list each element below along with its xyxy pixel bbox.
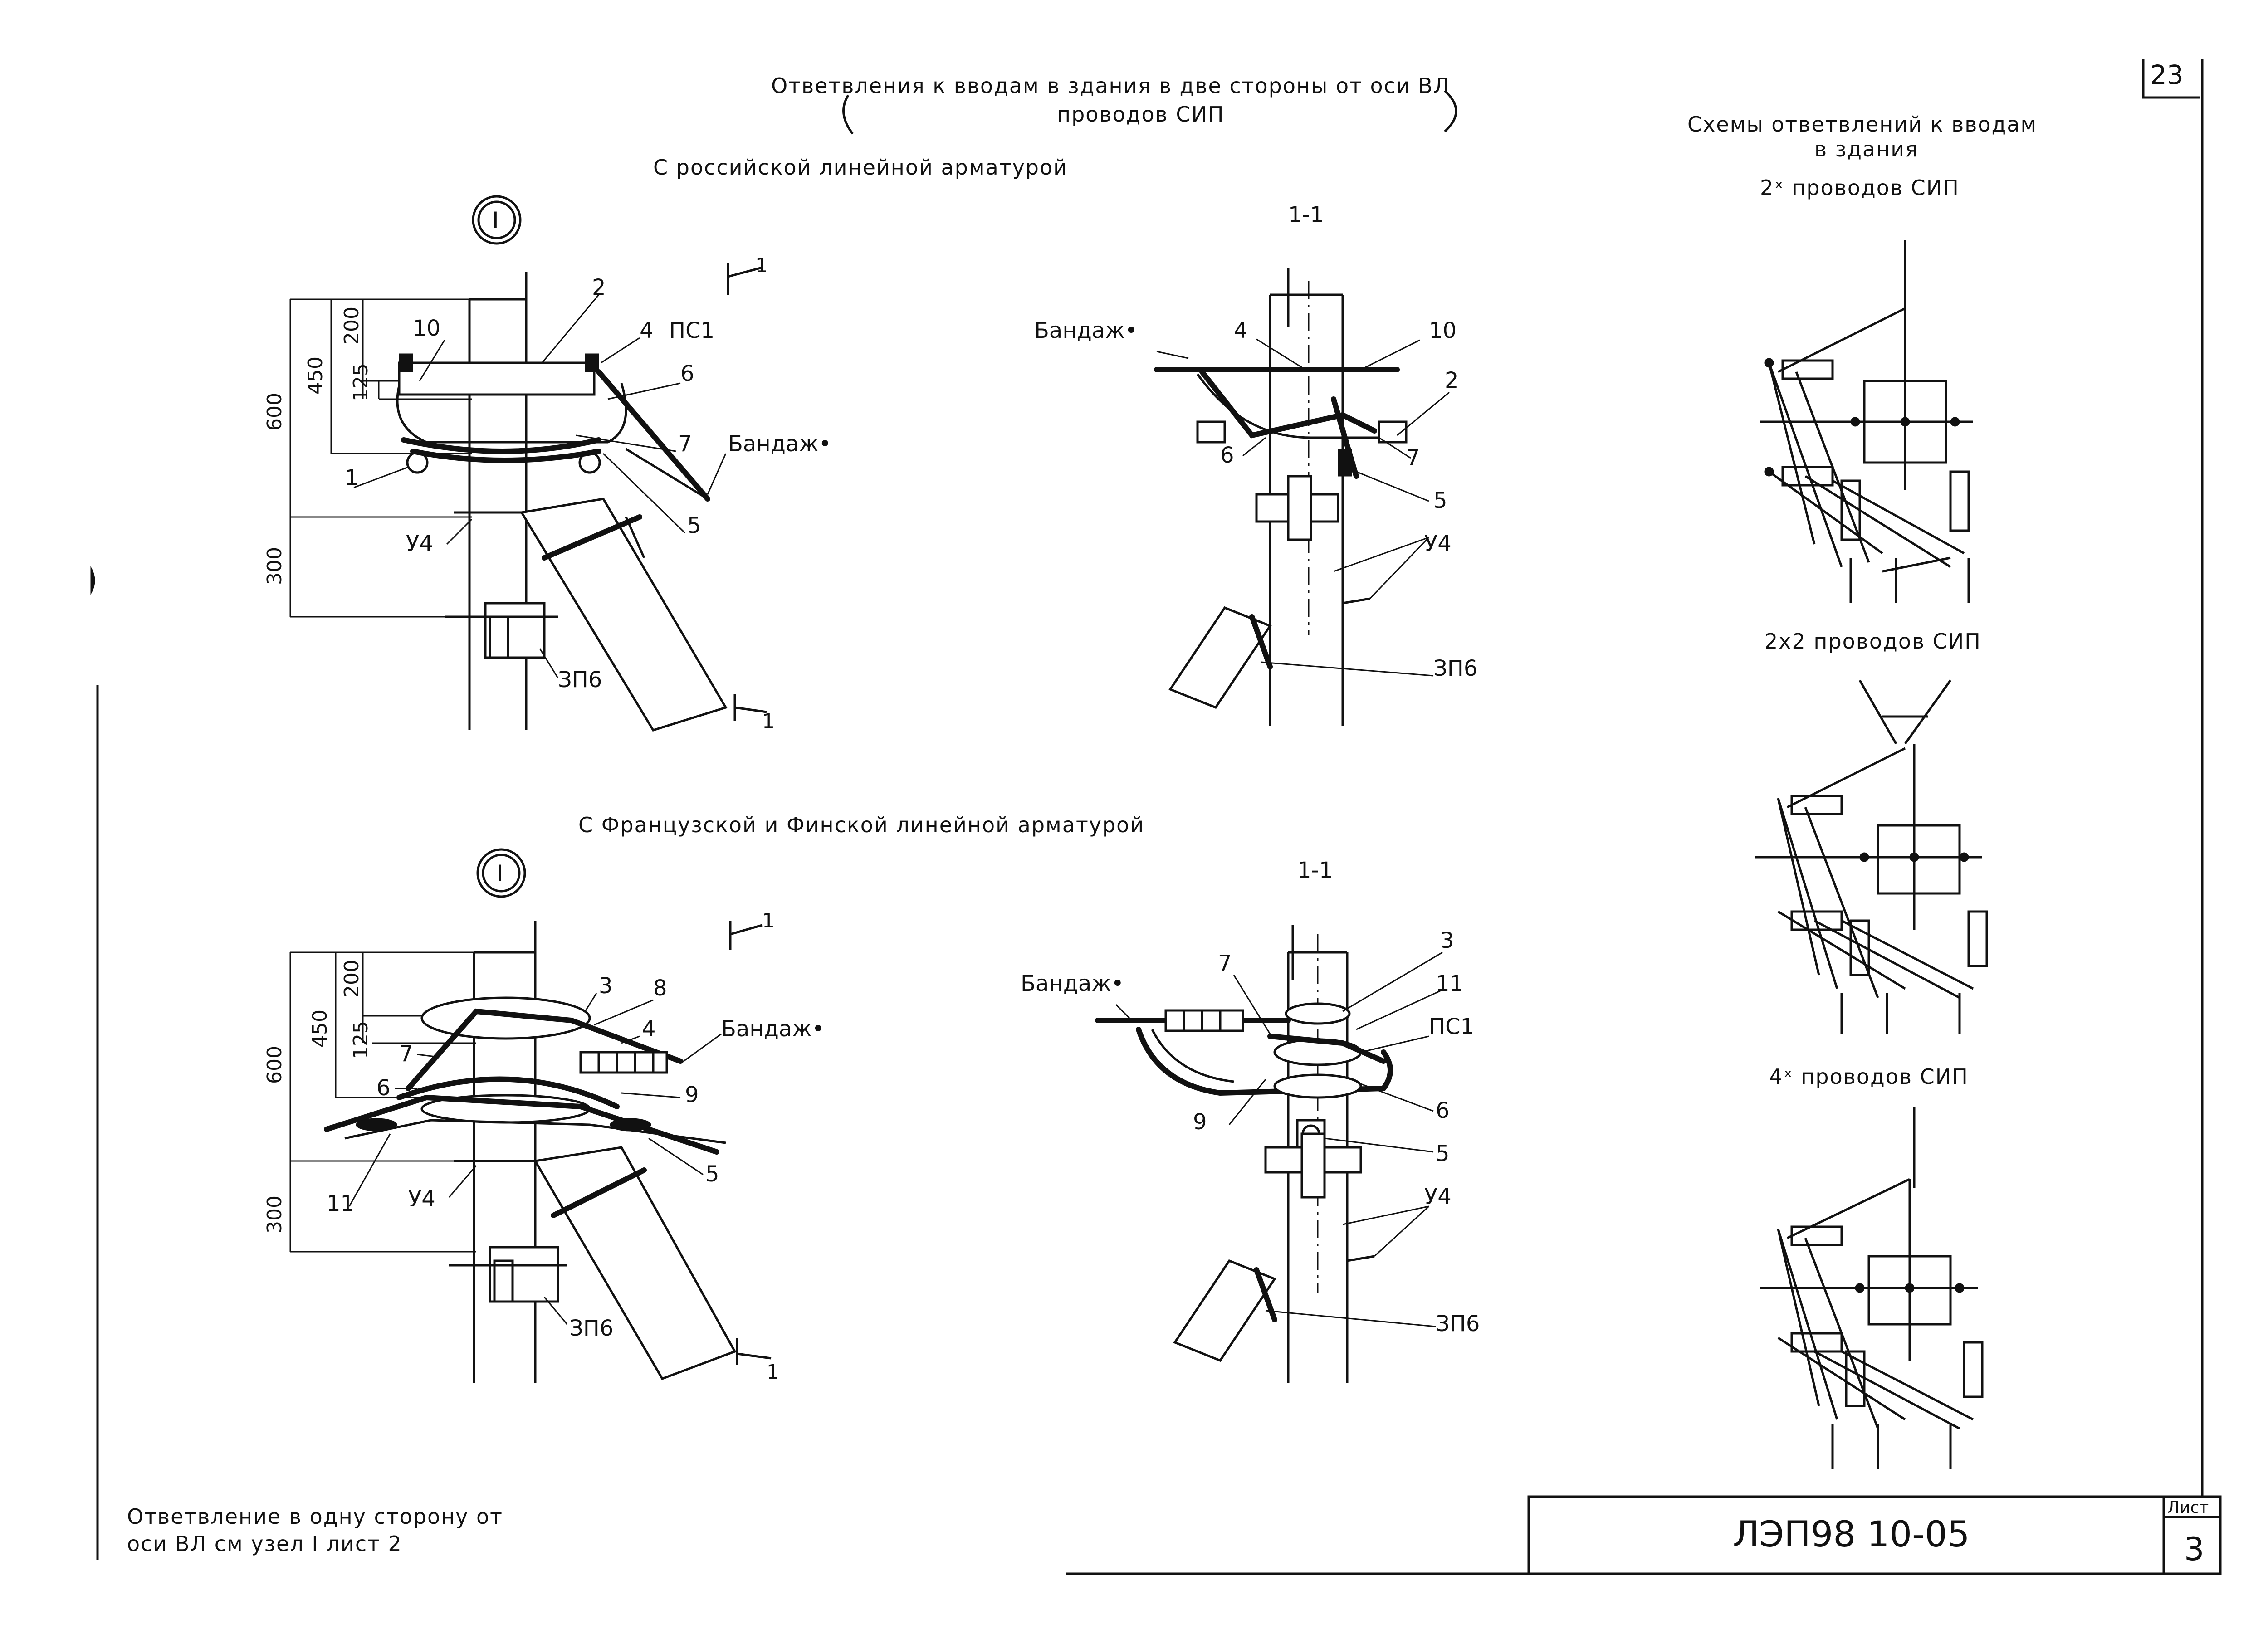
callout-u4: У4 xyxy=(406,531,433,556)
callout-zp6c: ЗП6 xyxy=(569,1316,613,1341)
callout-6c: 6 xyxy=(376,1075,391,1101)
callout-bandage-3: Бандаж• xyxy=(721,1016,825,1042)
scheme-4x xyxy=(1760,1107,1984,1469)
scheme-label-2x2: 2х2 проводов СИП xyxy=(1765,629,1981,654)
section-mark-bottom-2: 1 xyxy=(767,1361,779,1384)
section-heading-french-finnish: С Французской и Финской линейной арматур… xyxy=(578,813,1144,837)
callout-8c: 8 xyxy=(653,976,667,1001)
callout-10b: 10 xyxy=(1429,318,1457,343)
callout-bandage-4: Бандаж• xyxy=(1021,971,1124,996)
title-bracket-left xyxy=(842,94,854,135)
callout-7c: 7 xyxy=(399,1041,413,1067)
node-marker-circle xyxy=(472,195,522,245)
dim-300: 300 xyxy=(263,547,286,585)
callout-11c: 11 xyxy=(327,1191,354,1216)
sheet-page-number: 23 xyxy=(2150,59,2184,90)
schemes-title-line1: Схемы ответвлений к вводам xyxy=(1687,112,2037,137)
callout-4b: 4 xyxy=(1234,318,1248,343)
section-heading-russian: С российской линейной арматурой xyxy=(653,155,1068,180)
callout-ps1: ПС1 xyxy=(669,318,714,343)
callout-u4b: У4 xyxy=(1424,531,1452,556)
callout-2: 2 xyxy=(592,275,606,300)
title-block-sheet-label: Лист xyxy=(2167,1498,2209,1517)
callout-6: 6 xyxy=(680,361,694,386)
section-french: 1-1 Бандаж• 7 3 11 ПС1 9 6 xyxy=(1021,858,1480,1383)
callout-zp6d: ЗП6 xyxy=(1436,1311,1480,1337)
callout-5d: 5 xyxy=(1436,1141,1450,1166)
callout-4: 4 xyxy=(640,318,654,343)
section-mark-top: 1 xyxy=(755,254,768,277)
node-marker-text-2: I xyxy=(497,860,503,887)
callout-9c: 9 xyxy=(685,1082,699,1107)
callout-bandage-2: Бандаж• xyxy=(1034,318,1138,343)
title-block-sheet-no: 3 xyxy=(2184,1531,2204,1568)
section-cut-label: 1-1 xyxy=(1288,202,1324,228)
callout-bandage: Бандаж• xyxy=(728,431,831,457)
callout-2b: 2 xyxy=(1445,368,1459,393)
section-cut-label-2: 1-1 xyxy=(1297,858,1333,883)
dim-200b: 200 xyxy=(340,960,363,998)
callout-ps1d: ПС1 xyxy=(1429,1014,1474,1039)
title-bracket-right xyxy=(1444,90,1457,132)
page-title-line1: Ответвления к вводам в здания в две стор… xyxy=(771,73,1450,98)
callout-5: 5 xyxy=(687,513,701,538)
section-mark-bottom: 1 xyxy=(762,710,775,733)
callout-6d: 6 xyxy=(1436,1098,1450,1123)
page-title-line2: проводов СИП xyxy=(1057,102,1224,127)
dim-125: 125 xyxy=(349,363,372,401)
dim-450b: 450 xyxy=(308,1010,332,1048)
callout-7: 7 xyxy=(678,431,692,457)
node-marker-text: I xyxy=(492,207,499,234)
elevation-russian: I 600 450 200 125 300 xyxy=(263,195,831,733)
scheme-2x2 xyxy=(1755,679,1988,1034)
schemes-title-line2: в здания xyxy=(1814,137,1919,161)
scheme-2x xyxy=(1760,240,1973,603)
title-block-code: ЛЭП98 10-05 xyxy=(1733,1514,1970,1555)
callout-11d: 11 xyxy=(1436,971,1463,996)
callout-u4c: У4 xyxy=(408,1186,435,1212)
callout-3c: 3 xyxy=(599,973,613,999)
callout-7b: 7 xyxy=(1406,445,1420,470)
callout-1: 1 xyxy=(345,465,359,491)
scheme-label-2x: 2ˣ проводов СИП xyxy=(1760,176,1960,200)
callout-4c: 4 xyxy=(642,1016,656,1042)
callout-10: 10 xyxy=(413,316,440,341)
footnote-line1: Ответвление в одну сторону от xyxy=(127,1504,503,1529)
title-block: ЛЭП98 10-05 Лист 3 xyxy=(1527,1495,2222,1575)
callout-u4d: У4 xyxy=(1424,1184,1452,1210)
dim-600b: 600 xyxy=(263,1046,286,1084)
callout-3d: 3 xyxy=(1440,928,1454,953)
dim-300b: 300 xyxy=(263,1195,286,1234)
callout-zp6b: ЗП6 xyxy=(1433,656,1477,681)
dim-600: 600 xyxy=(263,393,286,431)
sheet-frame xyxy=(90,59,2220,1575)
section-russian: 1-1 Бандаж• 4 10 2 6 7 5 У4 ЗП6 xyxy=(1034,202,1477,726)
callout-5c: 5 xyxy=(705,1161,719,1187)
dim-200: 200 xyxy=(340,307,363,345)
scheme-label-4x: 4ˣ проводов СИП xyxy=(1769,1064,1969,1089)
callout-6b: 6 xyxy=(1220,443,1234,468)
section-mark-top-2: 1 xyxy=(762,909,775,932)
callout-9d: 9 xyxy=(1193,1109,1207,1135)
dim-450: 450 xyxy=(304,356,327,395)
dim-125b: 125 xyxy=(349,1021,372,1059)
elevation-french: I 600 450 200 125 300 xyxy=(263,848,825,1384)
callout-zp6: ЗП6 xyxy=(558,667,602,693)
callout-5b: 5 xyxy=(1433,488,1447,513)
footnote-line2: оси ВЛ см узел I лист 2 xyxy=(127,1532,402,1556)
callout-7d: 7 xyxy=(1218,951,1232,976)
